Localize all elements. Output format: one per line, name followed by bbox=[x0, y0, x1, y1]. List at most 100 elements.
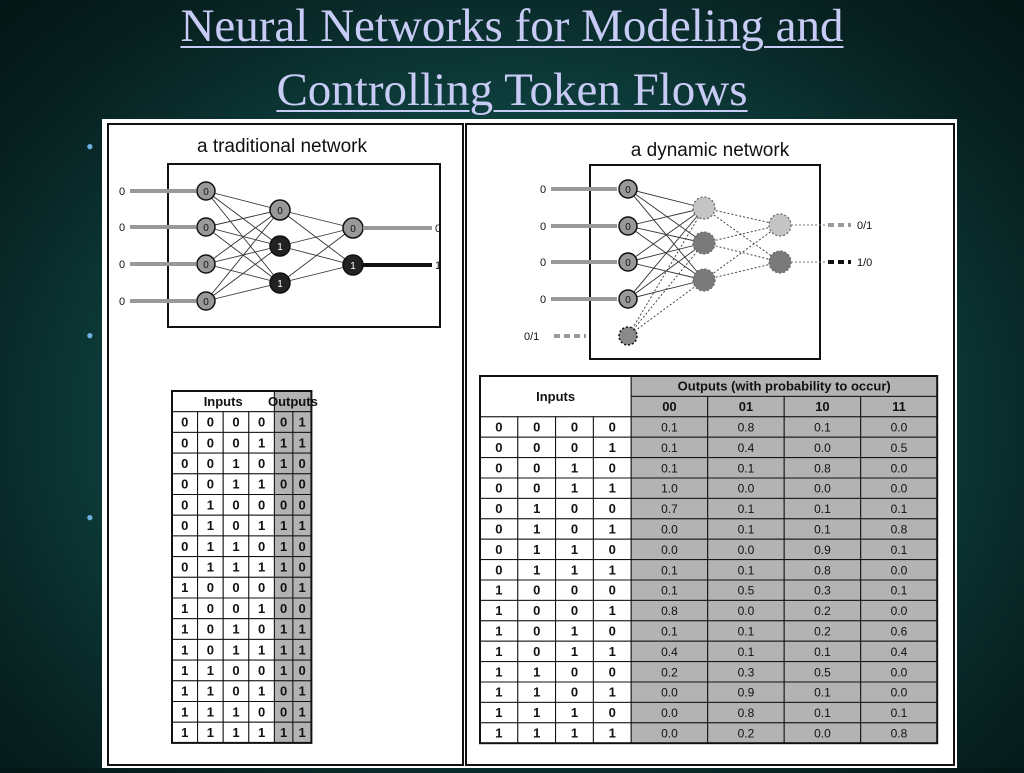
dyn-table-cell-text: 0.0 bbox=[891, 686, 908, 700]
dyn-table-cell-text: 1 bbox=[495, 705, 502, 720]
dyn-table-cell-text: 0.0 bbox=[814, 727, 831, 741]
dyn-table-border bbox=[479, 375, 939, 745]
dyn-table-cell-text: 0.8 bbox=[814, 563, 831, 577]
trad-table-cell-text: 0 bbox=[181, 539, 188, 554]
dyn-table-cell-text: 0.0 bbox=[891, 421, 908, 435]
trad-table-cell-text: 0 bbox=[232, 497, 239, 512]
trad-table-cell-text: 0 bbox=[181, 435, 188, 450]
dyn-table-cell-text: 0.4 bbox=[891, 645, 908, 659]
trad-table-cell-text: 1 bbox=[207, 518, 214, 533]
dyn-table-cell-text: 0.3 bbox=[738, 665, 755, 679]
dyn-output-neuron bbox=[768, 213, 792, 237]
dyn-table-cell-text: 0 bbox=[495, 420, 502, 435]
traditional-title: a traditional network bbox=[197, 136, 368, 157]
dyn-table-cell-text: 0 bbox=[571, 522, 578, 537]
dyn-table-cell-text: 0 bbox=[533, 420, 540, 435]
trad-table-cell-text: 0 bbox=[207, 580, 214, 595]
dyn-table-cell-text: 0.3 bbox=[814, 584, 831, 598]
network-figure: a traditional network a dynamic network … bbox=[102, 119, 957, 768]
dyn-link bbox=[627, 207, 705, 227]
dyn-table-cell-text: 0.1 bbox=[814, 523, 831, 537]
dyn-table-cell-text: 1 bbox=[609, 481, 616, 496]
dyn-table-cell-text: 0.0 bbox=[814, 441, 831, 455]
dyn-table-cell-text: 0 bbox=[533, 460, 540, 475]
dyn-table-cell-text: 0.7 bbox=[661, 502, 678, 516]
dyn-link bbox=[627, 188, 705, 244]
dyn-table-cell-text: 0 bbox=[609, 460, 616, 475]
dyn-input-neuron-label: 0 bbox=[625, 258, 631, 269]
trad-table-cell-text: 0 bbox=[299, 559, 306, 574]
trad-table-cell-text: 0 bbox=[299, 539, 306, 554]
trad-table-cell-text: 1 bbox=[207, 684, 214, 699]
trad-table-cell-text: 0 bbox=[258, 622, 265, 637]
trad-table-cell-text: 1 bbox=[181, 622, 188, 637]
trad-table-cell-text: 1 bbox=[280, 663, 287, 678]
dyn-table-cell-text: 0.4 bbox=[738, 441, 755, 455]
dyn-table-cell-text: 0.1 bbox=[661, 441, 678, 455]
dyn-table-cell-text: 0 bbox=[495, 481, 502, 496]
trad-table-cell-text: 1 bbox=[232, 622, 239, 637]
dyn-table-cell-text: 0.2 bbox=[738, 727, 755, 741]
dyn-table-cell-text: 0 bbox=[533, 644, 540, 659]
dyn-table-cell-text: 1 bbox=[495, 726, 502, 741]
trad-table-cell-text: 0 bbox=[181, 415, 188, 430]
trad-table-border bbox=[171, 390, 313, 744]
dyn-table-cell-text: 0.0 bbox=[661, 727, 678, 741]
trad-table-cell-text: 1 bbox=[181, 642, 188, 657]
dyn-output-value: 0/1 bbox=[857, 220, 872, 232]
dyn-output-col-header-text: 10 bbox=[815, 399, 829, 414]
dyn-table-cell-text: 0.1 bbox=[814, 421, 831, 435]
trad-table-cell-text: 0 bbox=[258, 539, 265, 554]
dyn-output-col-header-text: 00 bbox=[662, 399, 676, 414]
dyn-table-cell-text: 0 bbox=[495, 522, 502, 537]
dyn-table-cell-text: 0.5 bbox=[738, 584, 755, 598]
trad-table-cell-text: 1 bbox=[258, 435, 265, 450]
trad-table-cell-text: 1 bbox=[232, 704, 239, 719]
dyn-table-cell-text: 0 bbox=[571, 420, 578, 435]
dyn-table-cell-text: 0.0 bbox=[891, 482, 908, 496]
dyn-input-neuron-label: 0 bbox=[625, 295, 631, 306]
trad-input-neuron bbox=[196, 181, 216, 201]
trad-table-cell-text: 1 bbox=[232, 559, 239, 574]
dyn-table-cell-text: 0 bbox=[571, 603, 578, 618]
trad-table-cell-text: 0 bbox=[207, 435, 214, 450]
dyn-table-cell-text: 0.0 bbox=[891, 563, 908, 577]
trad-table-cell-text: 1 bbox=[258, 601, 265, 616]
trad-output-value: 0 bbox=[435, 223, 441, 235]
dyn-table-cell-text: 1 bbox=[495, 583, 502, 598]
trad-table-cell-text: 0 bbox=[207, 622, 214, 637]
dyn-table-cell-text: 0.1 bbox=[661, 625, 678, 639]
dyn-table-cell-text: 1 bbox=[571, 542, 578, 557]
bullet-2: • bbox=[86, 323, 94, 348]
trad-table-cell-text: 0 bbox=[258, 580, 265, 595]
bullet-1: • bbox=[86, 134, 94, 159]
dyn-table-cell-text: 0 bbox=[495, 501, 502, 516]
dyn-table-cell-text: 0 bbox=[495, 440, 502, 455]
dyn-table-cell-text: 1 bbox=[609, 440, 616, 455]
dyn-table-cell-text: 0 bbox=[533, 624, 540, 639]
dyn-table-cell-text: 0.8 bbox=[891, 727, 908, 741]
dyn-table-cell-text: 0 bbox=[495, 562, 502, 577]
dyn-input-value: 0 bbox=[540, 257, 546, 269]
dyn-table-cell-text: 0.1 bbox=[738, 461, 755, 475]
dyn-table-cell-text: 0.0 bbox=[738, 543, 755, 557]
dyn-link bbox=[627, 188, 705, 209]
trad-table-cell-text: 1 bbox=[299, 642, 306, 657]
dyn-table-cell-text: 0.8 bbox=[661, 604, 678, 618]
trad-table-cell-text: 0 bbox=[299, 663, 306, 678]
trad-outputs-header-text: Outputs bbox=[268, 394, 318, 409]
trad-hidden-neuron bbox=[269, 235, 291, 257]
trad-link bbox=[205, 209, 281, 228]
dyn-table-cell-text: 0.0 bbox=[891, 604, 908, 618]
trad-link bbox=[279, 227, 354, 247]
dyn-table-cell-text: 0.1 bbox=[738, 523, 755, 537]
trad-input-neuron bbox=[196, 217, 216, 237]
dynamic-panel bbox=[465, 123, 955, 766]
dyn-table-cell-text: 0.9 bbox=[814, 543, 831, 557]
dyn-hidden-neuron bbox=[692, 196, 716, 220]
trad-table-cell-text: 0 bbox=[181, 518, 188, 533]
trad-table-cell-text: 1 bbox=[280, 518, 287, 533]
trad-table-cell-text: 1 bbox=[299, 415, 306, 430]
dyn-table-cell-text: 1.0 bbox=[661, 482, 678, 496]
